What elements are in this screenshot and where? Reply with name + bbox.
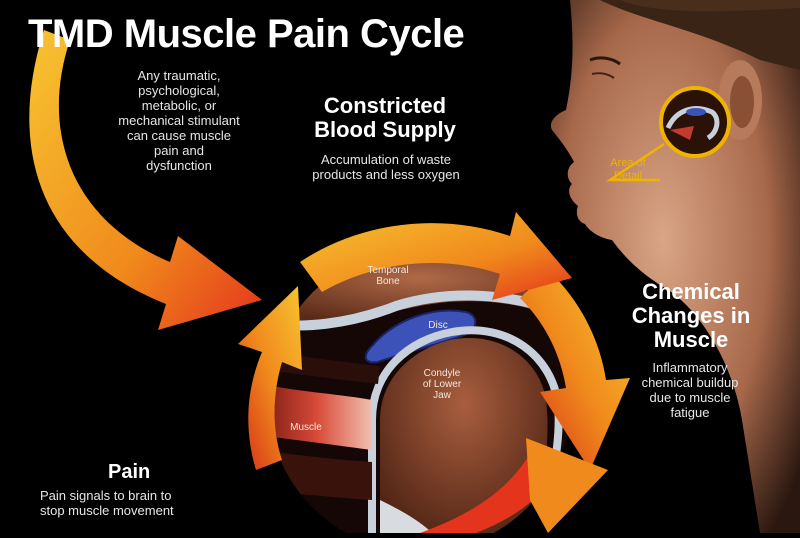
heading-line: Pain	[108, 461, 151, 483]
body-line: Pain signals to brain to	[40, 488, 172, 503]
body-line: fatigue	[670, 405, 710, 420]
label-line: Bone	[376, 276, 400, 287]
pain-to-blood-arrow	[238, 286, 302, 470]
heading-line: Constricted	[323, 93, 447, 118]
stimulus-line: dysfunction	[146, 158, 212, 173]
blood-to-chemical-arrow	[520, 270, 630, 470]
blood-supply-description: Accumulation of waste products and less …	[284, 152, 488, 182]
stimulus-line: pain and	[154, 143, 204, 158]
body-line: Inflammatory	[652, 360, 728, 375]
diagram-title: TMD Muscle Pain Cycle	[28, 12, 465, 56]
body-line: chemical buildup	[641, 375, 739, 390]
stimulus-line: metabolic, or	[141, 98, 217, 113]
blood-supply-heading: Constricted Blood Supply	[290, 94, 480, 142]
pain-description: Pain signals to brain to stop muscle mov…	[40, 488, 250, 518]
muscle-label: Muscle	[290, 422, 322, 433]
pain-heading: Pain	[40, 460, 240, 484]
chemical-changes-heading: Chemical Changes in Muscle	[606, 280, 776, 352]
body-line: Accumulation of waste	[320, 152, 452, 167]
stimulus-line: mechanical stimulant	[118, 113, 240, 128]
chemical-to-pain-arrow	[420, 450, 560, 533]
body-line: due to muscle	[649, 390, 731, 405]
temporal-bone-label: Temporal Bone	[358, 265, 418, 287]
heading-line: Blood Supply	[314, 117, 456, 142]
area-of-detail-callout	[605, 86, 731, 182]
chemical-changes-description: Inflammatory chemical buildup due to mus…	[610, 360, 770, 420]
body-line: products and less oxygen	[312, 167, 460, 182]
body-line: stop muscle movement	[40, 503, 174, 518]
cycle-arrows	[29, 30, 630, 533]
stimulus-line: Any traumatic,	[137, 68, 221, 83]
heading-line: Changes in	[631, 303, 751, 328]
bottom-right-arrowhead	[526, 438, 608, 533]
stimulus-line: psychological,	[138, 83, 220, 98]
heading-line: Muscle	[653, 327, 729, 352]
heading-line: Chemical	[642, 279, 740, 304]
label-line: Detail	[613, 170, 643, 182]
label-line: Temporal	[367, 265, 409, 276]
stimulus-line: can cause muscle	[126, 128, 232, 143]
label-line: Jaw	[433, 390, 451, 401]
condyle-label: Condyle of Lower Jaw	[402, 368, 482, 401]
area-of-detail-label: Area of Detail	[598, 157, 658, 183]
label-line: of Lower	[422, 379, 462, 390]
stimulus-arrow	[29, 30, 262, 330]
label-line: Condyle	[423, 368, 461, 379]
disc-label: Disc	[428, 320, 448, 331]
stimulus-description: Any traumatic, psychological, metabolic,…	[84, 68, 274, 173]
label-line: Area of	[610, 157, 646, 169]
top-cycle-arrow	[300, 212, 572, 300]
